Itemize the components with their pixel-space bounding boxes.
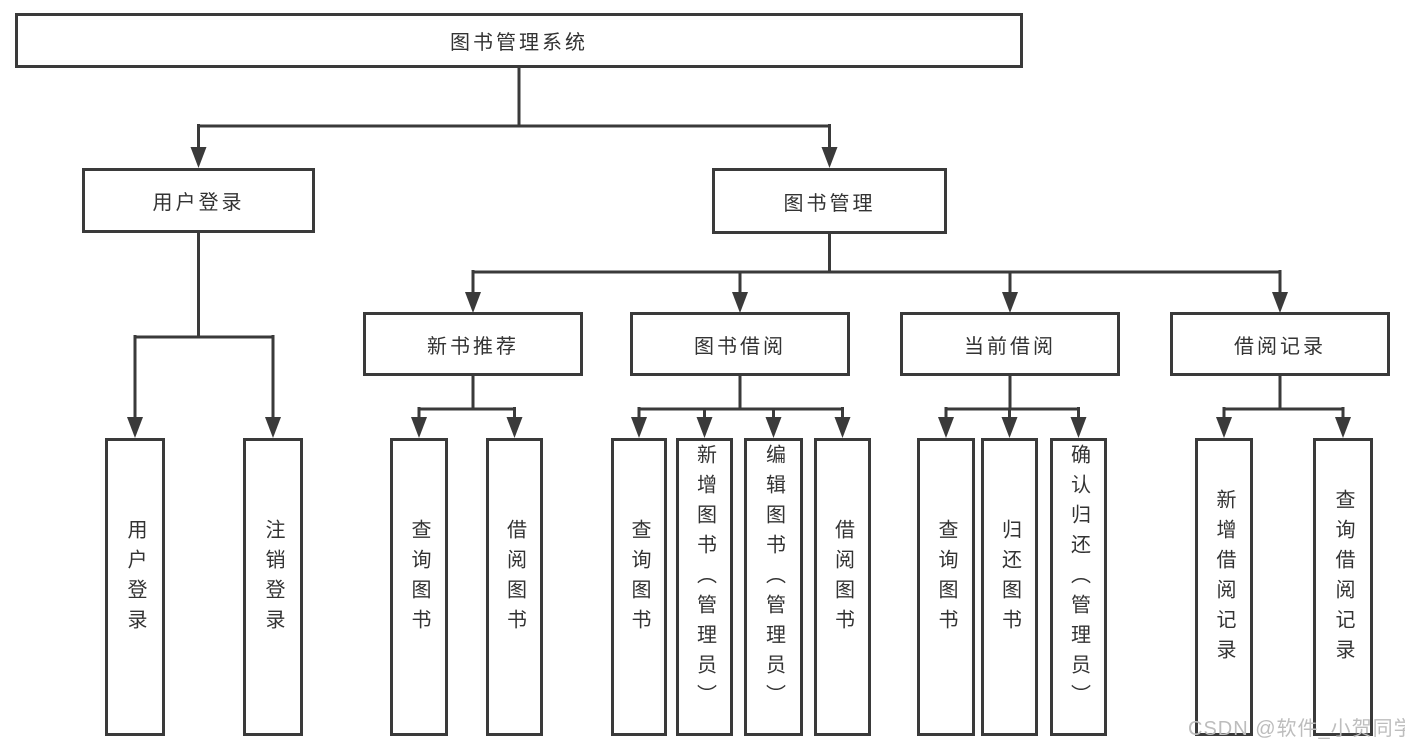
leaf-label: 借阅图书 <box>503 519 526 639</box>
node-label: 图书管理 <box>783 192 876 215</box>
leaf-borrow-books-recommend: 借阅图书 <box>486 438 543 736</box>
leaf-return-book: 归还图书 <box>981 438 1038 736</box>
leaf-user-login: 用户登录 <box>105 438 165 736</box>
leaf-label: 新增图书（管理员） <box>693 444 716 714</box>
node-user-login: 用户登录 <box>82 168 315 233</box>
node-label: 用户登录 <box>152 192 245 214</box>
leaf-query-books-recommend: 查询图书 <box>390 438 448 736</box>
node-root-library-management-system: 图书管理系统 <box>15 13 1023 68</box>
leaf-label: 借阅图书 <box>831 519 854 639</box>
leaf-label: 查询图书 <box>628 519 650 639</box>
node-book-management: 图书管理 <box>712 168 947 234</box>
leaf-label: 新增借阅记录 <box>1213 489 1235 669</box>
leaf-label: 编辑图书（管理员） <box>762 444 785 714</box>
leaf-borrow-books-borrowing: 借阅图书 <box>814 438 871 736</box>
leaf-label: 查询借阅记录 <box>1332 489 1354 669</box>
leaf-query-books-borrowing: 查询图书 <box>611 438 667 736</box>
csdn-watermark: CSDN @软件_小贺同学 <box>1188 718 1405 740</box>
leaf-edit-book-admin: 编辑图书（管理员） <box>744 438 803 736</box>
leaf-label: 查询图书 <box>935 519 957 639</box>
arrowheads <box>127 147 1351 438</box>
leaf-label: 查询图书 <box>408 519 430 639</box>
leaf-label: 确认归还（管理员） <box>1067 444 1090 714</box>
node-label: 图书管理系统 <box>450 32 588 54</box>
node-new-book-recommendation: 新书推荐 <box>363 312 583 376</box>
leaf-add-book-admin: 新增图书（管理员） <box>676 438 733 736</box>
connector-edges <box>133 66 1345 420</box>
node-label: 借阅记录 <box>1234 335 1326 358</box>
leaf-label: 注销登录 <box>262 519 284 639</box>
leaf-add-borrow-record: 新增借阅记录 <box>1195 438 1253 736</box>
node-borrowing-records: 借阅记录 <box>1170 312 1390 376</box>
node-label: 图书借阅 <box>694 335 786 358</box>
leaf-query-borrow-record: 查询借阅记录 <box>1313 438 1373 736</box>
leaf-query-books-current: 查询图书 <box>917 438 975 736</box>
node-current-borrowing: 当前借阅 <box>900 312 1120 376</box>
leaf-logout: 注销登录 <box>243 438 303 736</box>
leaf-label: 归还图书 <box>998 519 1021 639</box>
leaf-label: 用户登录 <box>124 519 146 639</box>
node-label: 新书推荐 <box>427 335 519 358</box>
leaf-confirm-return-admin: 确认归还（管理员） <box>1050 438 1107 736</box>
node-label: 当前借阅 <box>964 335 1056 358</box>
node-book-borrowing: 图书借阅 <box>630 312 850 376</box>
